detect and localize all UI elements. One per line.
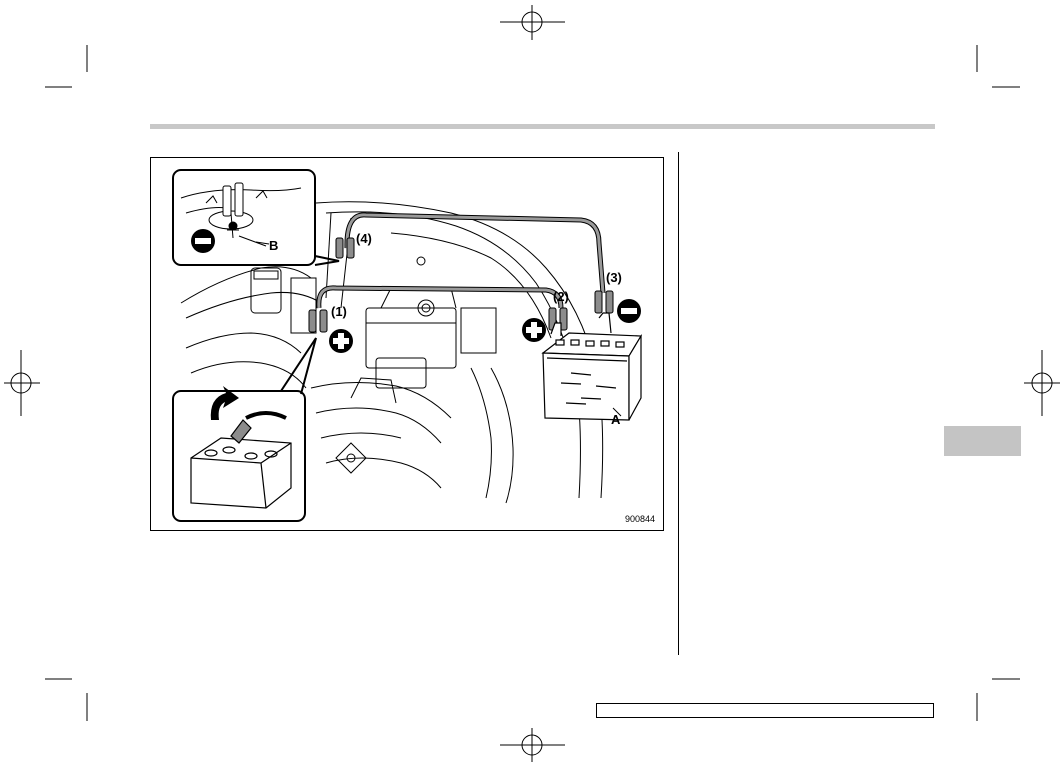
engine-bay-illustration bbox=[172, 169, 643, 522]
registration-target-left bbox=[4, 350, 40, 416]
callout-2: (2) bbox=[553, 289, 569, 304]
callout-A: A bbox=[611, 412, 621, 427]
callout-1: (1) bbox=[331, 304, 347, 319]
header-rule bbox=[150, 124, 935, 129]
arrow-icon bbox=[210, 386, 239, 420]
callout-3: (3) bbox=[606, 270, 622, 285]
inset-ground-point bbox=[172, 169, 316, 266]
callout-B: B bbox=[269, 238, 279, 253]
registration-target-bottom bbox=[500, 728, 565, 762]
figure-code: 900844 bbox=[624, 514, 655, 524]
inset-terminal-cover bbox=[172, 337, 317, 522]
minus-icon bbox=[191, 229, 215, 253]
booster-battery-A bbox=[541, 312, 643, 421]
minus-icon bbox=[617, 299, 641, 323]
callout-4: (4) bbox=[356, 231, 372, 246]
section-tab-marker bbox=[944, 426, 1021, 456]
registration-target-top bbox=[500, 5, 565, 40]
registration-target-right bbox=[1024, 350, 1060, 416]
column-divider bbox=[678, 152, 679, 655]
jump-start-figure: (4) (1) (2) (3) A B 900844 bbox=[150, 157, 664, 531]
footer-box bbox=[596, 703, 934, 718]
plus-icon bbox=[522, 318, 546, 342]
plus-icon bbox=[329, 329, 353, 353]
